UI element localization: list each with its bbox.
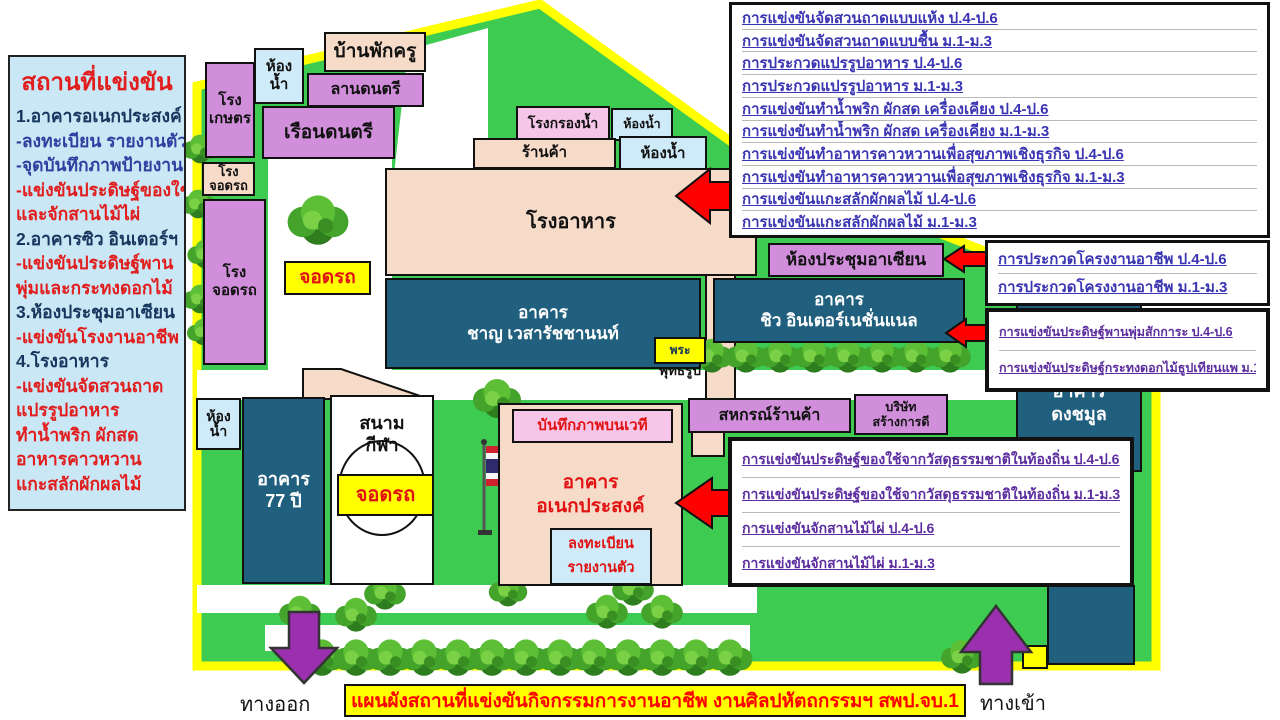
legend-line: พุ่มและกระทงดอกไม้: [16, 277, 173, 298]
legend-line: -แข่งขันโรงงานอาชีพ: [16, 326, 179, 347]
building-shop: ร้านค้า: [473, 138, 616, 169]
parking-sign-1: จอดรถ: [284, 261, 371, 295]
competition-link[interactable]: การแข่งขันทำน้ำพริก ผักสด เครื่องเคียง ป…: [742, 98, 1257, 121]
buddha-statue-label: พุทธรูป: [659, 363, 701, 378]
legend-line: ทำน้ำพริก ผักสด: [16, 424, 139, 445]
exit-label: ทางออก: [240, 694, 311, 716]
building-agriculture-shed: โรง เกษตร: [205, 62, 255, 158]
competition-list-flower: การแข่งขันประดิษฐ์พานพุ่มสักการะ ป.4-ป.6…: [985, 308, 1270, 392]
building-teacher-residence: บ้านพักครู: [324, 32, 426, 72]
legend-line: 4.โรงอาหาร: [16, 351, 110, 371]
registration-point: ลงทะเบียน รายงานตัว: [550, 528, 652, 585]
competition-list-material: การแข่งขันประดิษฐ์ของใช้จากวัสดุธรรมชาติ…: [728, 437, 1134, 587]
competition-link[interactable]: การแข่งขันประดิษฐ์ของใช้จากวัสดุธรรมชาติ…: [742, 478, 1120, 513]
legend-line: -แข่งขันประดิษฐ์ของใช้: [16, 179, 186, 200]
restroom-southwest: ห้อง น้ำ: [196, 398, 241, 450]
restroom-top: ห้องน้ำ: [611, 108, 673, 141]
legend-line: -แข่งขันจัดสวนถาด: [16, 375, 164, 396]
building-sangkandee-company: บริษัท สร้างการดี: [854, 394, 948, 435]
legend-panel: สถานที่แข่งขัน 1.อาคารอเนกประสงค์ -ลงทะเ…: [8, 55, 186, 511]
legend-title: สถานที่แข่งขัน: [21, 69, 173, 96]
competition-link[interactable]: การประกวดแปรรูปอาหาร ม.1-ม.3: [742, 75, 1257, 98]
entrance-label: ทางเข้า: [980, 693, 1046, 715]
legend-line: แกะสลักผักผลไม้: [16, 473, 142, 494]
building-coop-store: สหกรณ์ร้านค้า: [688, 398, 851, 433]
competition-list-project: การประกวดโครงงานอาชีพ ป.4-ป.6 การประกวดโ…: [985, 240, 1270, 306]
building-music-house: เรือนดนตรี: [262, 106, 395, 159]
building-chan-wesaratchanon: อาคาร ชาญ เวสารัชชานนท์: [385, 278, 701, 369]
legend-line: อาหารคาวหวาน: [16, 449, 142, 469]
competition-link[interactable]: การแข่งขันจัดสวนถาดแบบแห้ง ป.4-ป.6: [742, 7, 1257, 30]
competition-link[interactable]: การแข่งขันแกะสลักผักผลไม้ ป.4-ป.6: [742, 189, 1257, 212]
competition-list-food: การแข่งขันจัดสวนถาดแบบแห้ง ป.4-ป.6 การแข…: [729, 2, 1270, 238]
buddha-statue-sign: พระ: [654, 337, 706, 364]
competition-link[interactable]: การแข่งขันประดิษฐ์กระทงดอกไม้ธูปเทียนแพ …: [999, 361, 1256, 376]
legend-line: -แข่งขันประดิษฐ์พาน: [16, 253, 174, 273]
legend-line: 2.อาคารซิว อินเตอร์ฯ: [16, 228, 178, 249]
competition-link[interactable]: การประกวดโครงงานอาชีพ ม.1-ม.3: [998, 279, 1228, 297]
building-music-yard: ลานดนตรี: [307, 73, 424, 107]
building-water-filter: โรงกรองน้ำ: [516, 106, 610, 141]
competition-link[interactable]: การแข่งขันทำน้ำพริก ผักสด เครื่องเคียง ม…: [742, 121, 1257, 144]
carport: โรง จอดรถ: [203, 199, 266, 365]
building-southeast: [1047, 585, 1135, 665]
restroom-northwest: ห้อง น้ำ: [254, 48, 304, 104]
competition-link[interactable]: การแข่งขันทำอาหารคาวหวานเพื่อสุขภาพเชิงธ…: [742, 166, 1257, 189]
gate-booth: [1022, 645, 1048, 669]
legend-line: -ลงทะเบียน รายงานตัว: [16, 130, 186, 151]
legend-line: 1.อาคารอเนกประสงค์: [16, 106, 182, 126]
building-siew-international: อาคาร ชิว อินเตอร์เนชั่นแนล: [713, 278, 965, 343]
parking-sign-2: จอดรถ: [337, 474, 434, 516]
legend-line: และจักสานไม้ไผ่: [16, 204, 141, 224]
building-cafeteria: โรงอาหาร: [385, 168, 757, 276]
competition-link[interactable]: การแข่งขันจัดสวนถาดแบบชื้น ม.1-ม.3: [742, 30, 1257, 53]
building-77-years: อาคาร 77 ปี: [242, 397, 325, 584]
legend-line: แปรรูปอาหาร: [16, 400, 120, 420]
building-asean-meeting-room: ห้องประชุมอาเซียน: [768, 243, 944, 277]
stage-photo-spot: บันทึกภาพบนเวที: [512, 409, 673, 443]
competition-link[interactable]: การประกวดแปรรูปอาหาร ป.4-ป.6: [742, 52, 1257, 76]
legend-line: -จุดบันทึกภาพป้ายงาน: [16, 155, 184, 175]
competition-link[interactable]: การแข่งขันจักสานไม้ไผ่ ม.1-ม.3: [742, 555, 935, 572]
slide-title: แผนผังสถานที่แข่งขันกิจกรรมการงานอาชีพ ง…: [344, 684, 966, 717]
competition-link[interactable]: การแข่งขันทำอาหารคาวหวานเพื่อสุขภาพเชิงธ…: [742, 143, 1257, 166]
carport-small: โรง จอดรถ: [202, 162, 255, 196]
competition-link[interactable]: การประกวดโครงงานอาชีพ ป.4-ป.6: [998, 245, 1257, 274]
competition-link[interactable]: การแข่งขันประดิษฐ์ของใช้จากวัสดุธรรมชาติ…: [742, 443, 1120, 478]
competition-link[interactable]: การแข่งขันแกะสลักผักผลไม้ ม.1-ม.3: [742, 214, 977, 232]
competition-link[interactable]: การแข่งขันจักสานไม้ไผ่ ป.4-ป.6: [742, 513, 1120, 548]
legend-line: 3.ห้องประชุมอาเซียน: [16, 302, 175, 322]
competition-link[interactable]: การแข่งขันประดิษฐ์พานพุ่มสักการะ ป.4-ป.6: [999, 314, 1256, 351]
